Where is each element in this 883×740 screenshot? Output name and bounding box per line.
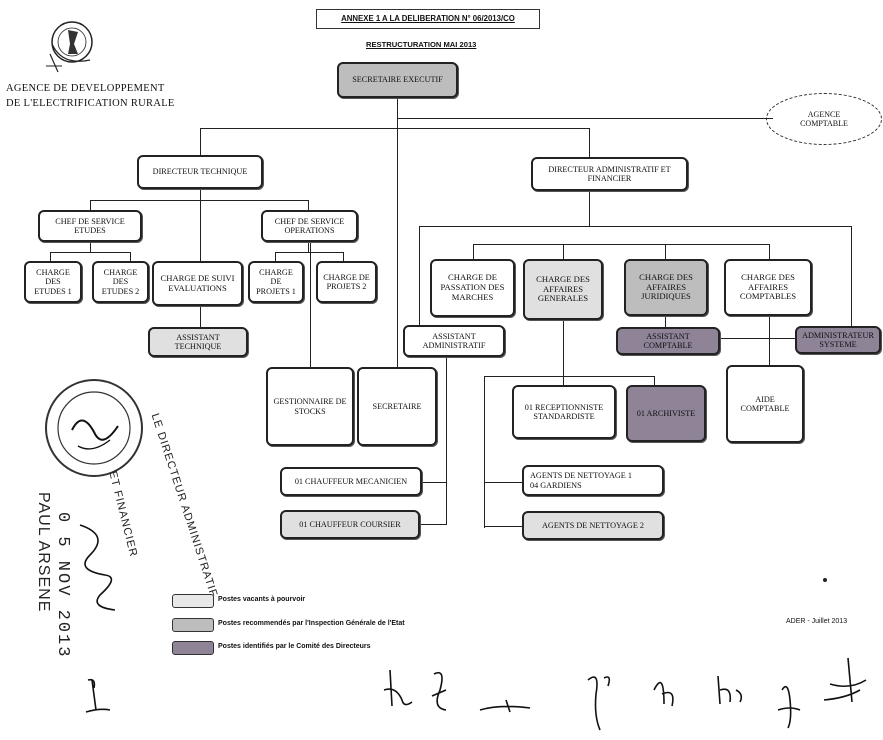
charge-etudes-1-box: CHARGE DES ETUDES 1 <box>24 261 82 303</box>
assistant-technique-box: ASSISTANT TECHNIQUE <box>148 327 248 357</box>
chauffeur-mecanicien-box: 01 CHAUFFEUR MECANICIEN <box>280 467 422 496</box>
administrateur-systeme-box: ADMINISTRATEUR SYSTEME <box>795 326 881 354</box>
directeur-administratif-box: DIRECTEUR ADMINISTRATIF ET FINANCIER <box>531 157 688 191</box>
assistant-administratif-box: ASSISTANT ADMINISTRATIF <box>403 325 505 357</box>
legend-vacant-label: Postes vacants à pourvoir <box>218 596 306 603</box>
charge-suivi-evaluations-box: CHARGE DE SUIVI EVALUATIONS <box>152 261 243 306</box>
archiviste-box: 01 ARCHIVISTE <box>626 385 706 442</box>
restructuring-label: RESTRUCTURATION MAI 2013 <box>366 40 477 49</box>
directeur-technique-box: DIRECTEUR TECHNIQUE <box>137 155 263 189</box>
secretaire-box: SECRETAIRE <box>357 367 437 446</box>
gestionnaire-stocks-box: GESTIONNAIRE DE STOCKS <box>266 367 354 446</box>
chef-service-operations-box: CHEF DE SERVICE OPERATIONS <box>261 210 358 242</box>
agents-nettoyage-2-box: AGENTS DE NETTOYAGE 2 <box>522 511 664 540</box>
agency-logo <box>46 21 93 73</box>
secretaire-executif-box: SECRETAIRE EXECUTIF <box>337 62 458 98</box>
legend-identified-swatch <box>172 641 214 655</box>
bottom-signatures <box>85 657 867 731</box>
legend-recommended-swatch <box>172 618 214 632</box>
footer-date-note: ADER - Juillet 2013 <box>786 618 848 625</box>
stamp-role-line1: LE DIRECTEUR ADMINISTRATIF <box>148 412 220 599</box>
agency-name-line1: AGENCE DE DEVELOPPEMENT <box>6 83 165 94</box>
agence-comptable-box: AGENCE COMPTABLE <box>766 93 882 145</box>
charge-projets-2-box: CHARGE DE PROJETS 2 <box>316 261 377 303</box>
agents-nettoyage-1-box: AGENTS DE NETTOYAGE 1 04 GARDIENS <box>522 465 664 496</box>
legend-identified-label: Postes identifiés par le Comité des Dire… <box>218 643 371 650</box>
charge-affaires-comptables-box: CHARGE DES AFFAIRES COMPTABLES <box>724 259 812 316</box>
decorative-mark <box>823 578 827 582</box>
gardiens-label: 04 GARDIENS <box>530 480 582 490</box>
legend-recommended-label: Postes recommendés par l'Inspection Géné… <box>218 620 405 627</box>
agents-nettoyage-1-label: AGENTS DE NETTOYAGE 1 <box>530 471 632 481</box>
chauffeur-coursier-box: 01 CHAUFFEUR COURSIER <box>280 510 420 539</box>
agence-comptable-label: AGENCE COMPTABLE <box>800 110 848 128</box>
charge-etudes-2-box: CHARGE DES ETUDES 2 <box>92 261 149 303</box>
charge-affaires-generales-box: CHARGE DES AFFAIRES GENERALES <box>523 259 603 320</box>
annex-title: ANNEXE 1 A LA DELIBERATION N° 06/2013/CO <box>316 9 540 29</box>
aide-comptable-box: AIDE COMPTABLE <box>726 365 804 443</box>
official-stamp <box>45 379 143 477</box>
legend-vacant-swatch <box>172 594 214 608</box>
charge-affaires-juridiques-box: CHARGE DES AFFAIRES JURIDIQUES <box>624 259 708 316</box>
receptionniste-box: 01 RECEPTIONNISTE STANDARDISTE <box>512 385 616 439</box>
charge-projets-1-box: CHARGE DE PROJETS 1 <box>248 261 304 303</box>
assistant-comptable-box: ASSISTANT COMPTABLE <box>616 327 720 355</box>
charge-passation-marches-box: CHARGE DE PASSATION DES MARCHES <box>430 259 515 317</box>
agency-name-line2: DE L'ELECTRIFICATION RURALE <box>6 98 175 109</box>
stamp-signature <box>79 524 116 611</box>
chef-service-etudes-box: CHEF DE SERVICE ETUDES <box>38 210 142 242</box>
stamp-name: PAUL ARSENE <box>35 492 52 613</box>
